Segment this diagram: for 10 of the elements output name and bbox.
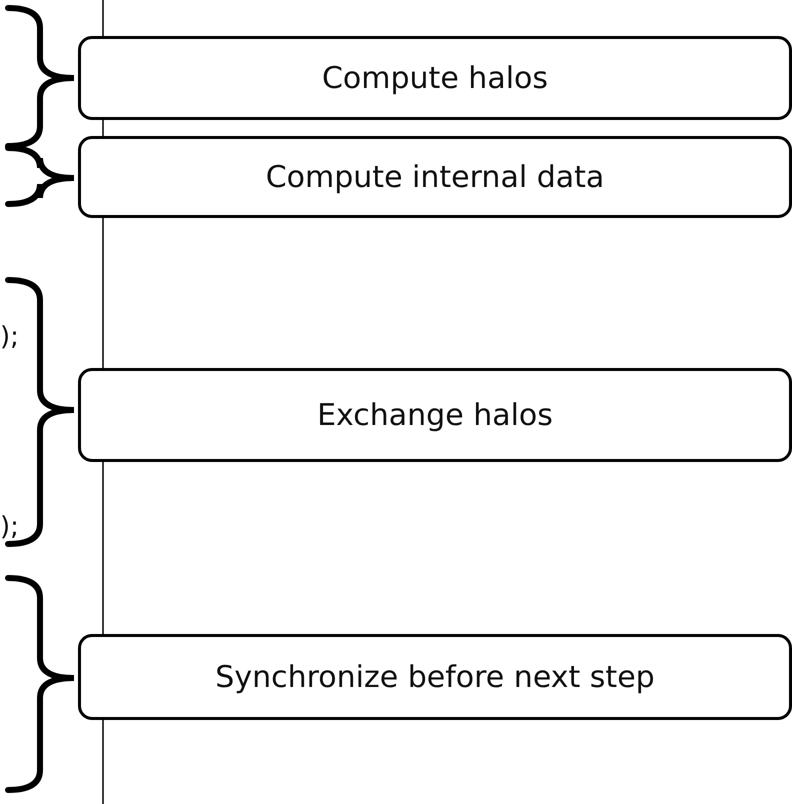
process-box (78, 136, 792, 218)
step-label: Exchange halos (317, 398, 553, 432)
process-box (78, 368, 792, 462)
step-label: Compute internal data (266, 160, 604, 194)
process-box (78, 634, 792, 720)
process-box (78, 36, 792, 120)
step-label: Synchronize before next step (215, 660, 655, 694)
code-fragment: ); (0, 322, 19, 352)
code-fragment: ); (0, 512, 19, 542)
step-label: Compute halos (322, 60, 548, 96)
